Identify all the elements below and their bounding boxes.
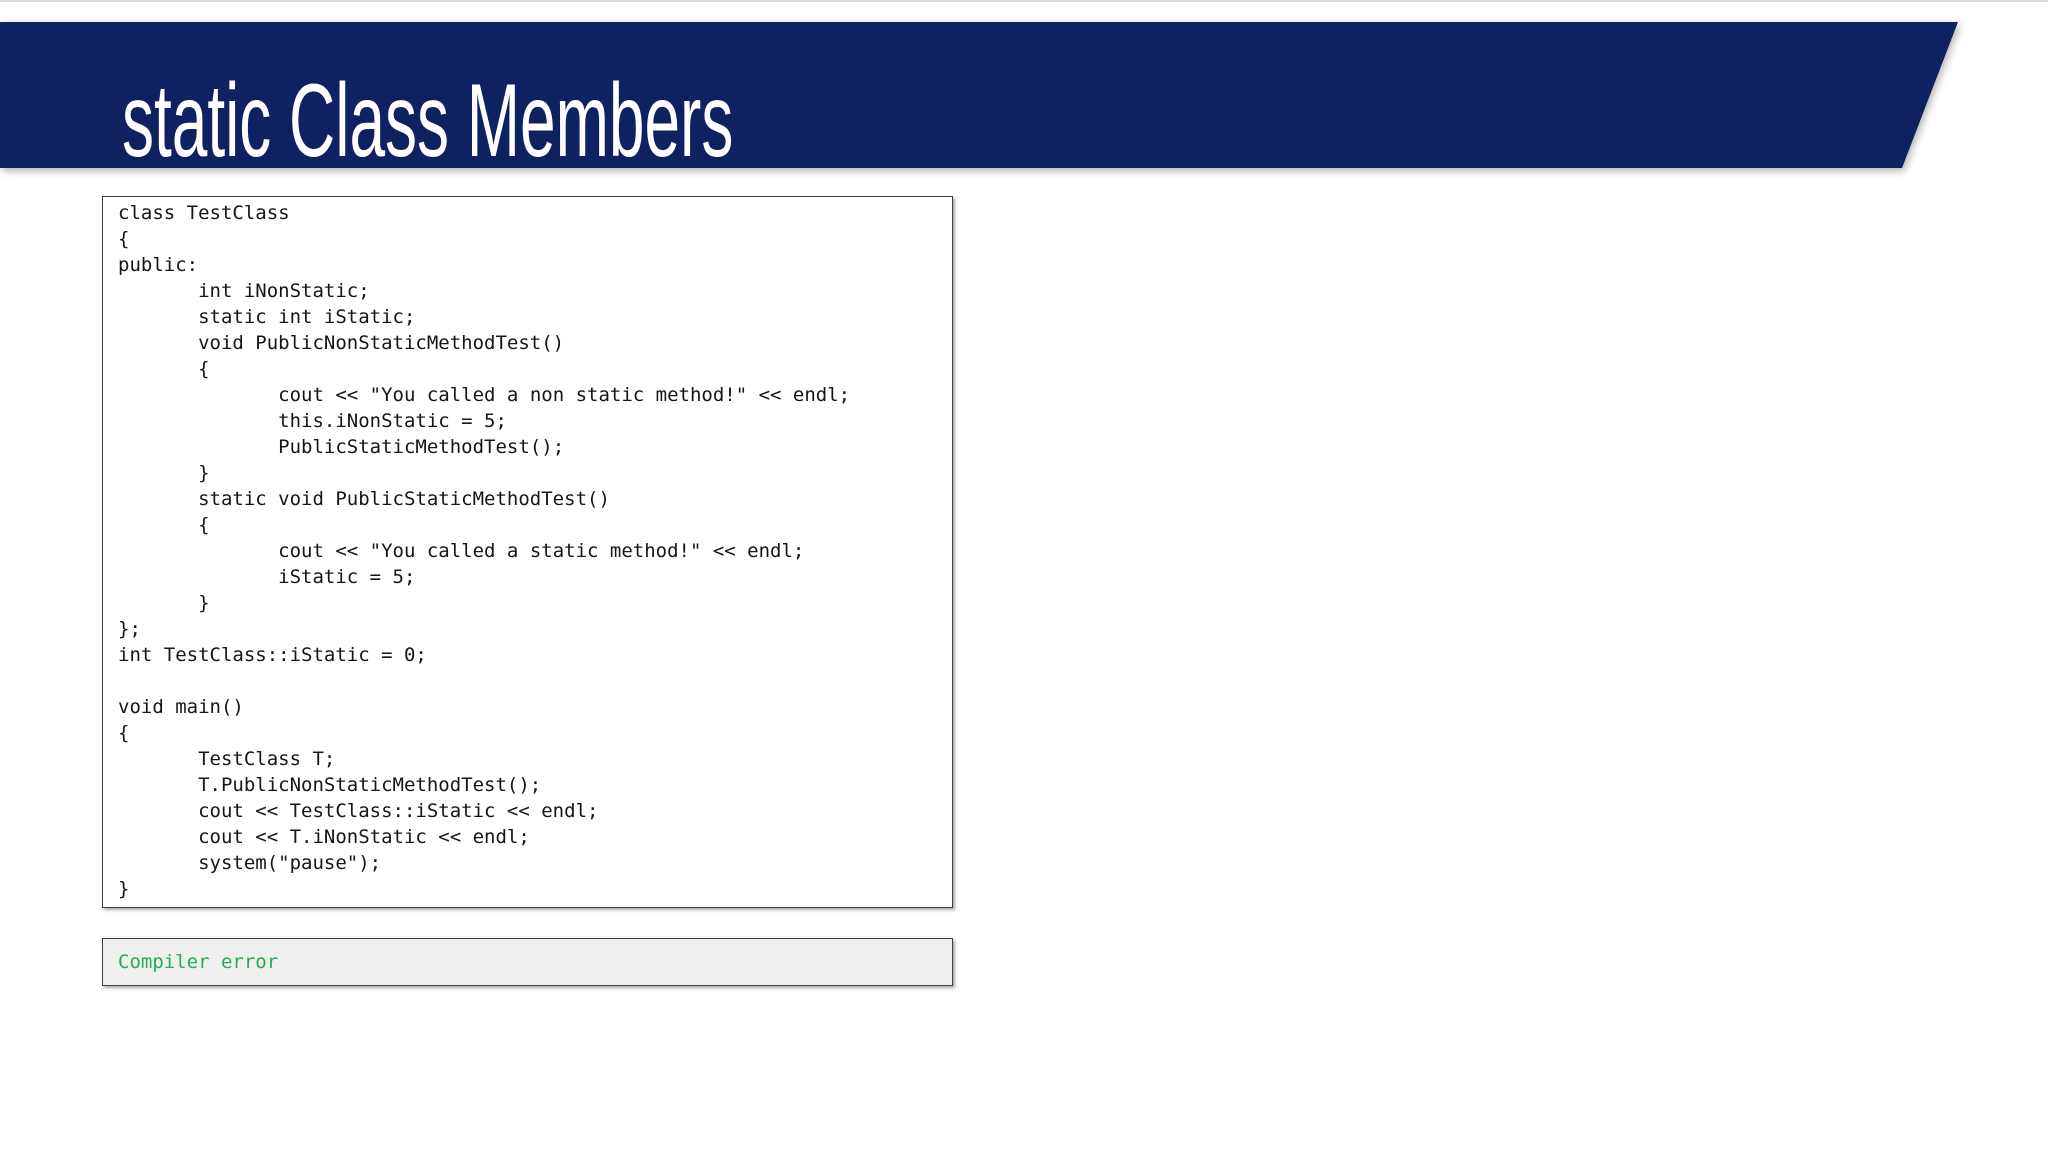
title-banner-shape: static Class Members: [0, 22, 1958, 168]
compiler-result-box: Compiler error: [102, 938, 953, 986]
page-title: static Class Members: [122, 63, 734, 179]
compiler-result-text: Compiler error: [118, 951, 279, 973]
top-edge-divider: [0, 0, 2048, 2]
code-box: class TestClass { public: int iNonStatic…: [102, 196, 953, 908]
code-block: class TestClass { public: int iNonStatic…: [118, 202, 851, 900]
title-banner: static Class Members: [0, 22, 1958, 168]
